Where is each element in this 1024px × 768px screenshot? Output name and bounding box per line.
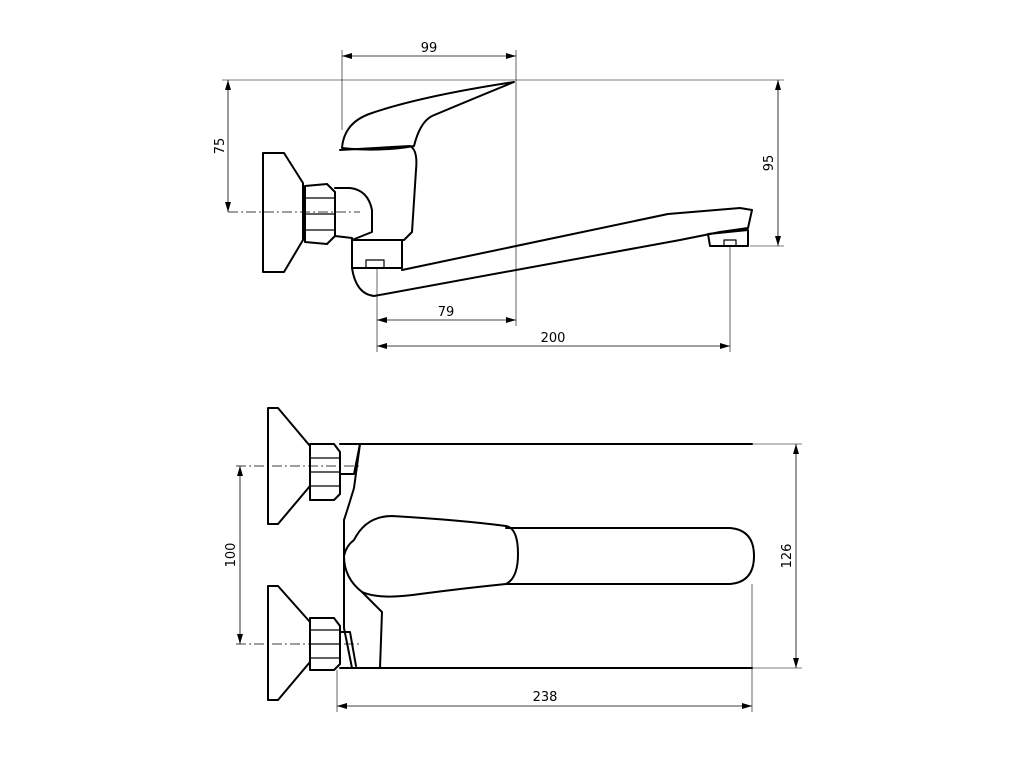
dim-99-label: 99 (421, 41, 438, 56)
top-lower-wall-flange (267, 585, 311, 701)
side-lever-handle (341, 81, 515, 151)
dim-126-label: 126 (780, 544, 795, 569)
side-view: 99 75 95 79 (213, 41, 784, 352)
dim-200: 200 (377, 246, 731, 352)
dim-75-label: 75 (213, 138, 228, 155)
side-wall-flange (262, 152, 304, 273)
dim-75: 75 (213, 79, 516, 212)
dim-100-label: 100 (224, 543, 239, 568)
top-view: 100 126 238 (224, 407, 802, 712)
top-mixer-body (339, 443, 753, 669)
dim-100: 100 (224, 466, 243, 644)
top-upper-hex-nut (309, 443, 341, 501)
dim-95-label: 95 (762, 155, 777, 172)
top-spout (505, 527, 755, 585)
dim-95: 95 (516, 79, 784, 247)
dim-79: 79 (376, 80, 517, 352)
dim-200-label: 200 (541, 331, 566, 346)
top-lever-handle (343, 515, 519, 669)
side-mixer-body (334, 145, 418, 269)
dim-79-label: 79 (438, 305, 455, 320)
dim-238-label: 238 (533, 690, 558, 705)
side-hex-nut (304, 183, 336, 245)
dim-99: 99 (341, 41, 517, 130)
dim-238: 238 (336, 584, 753, 712)
dim-126: 126 (752, 443, 802, 669)
